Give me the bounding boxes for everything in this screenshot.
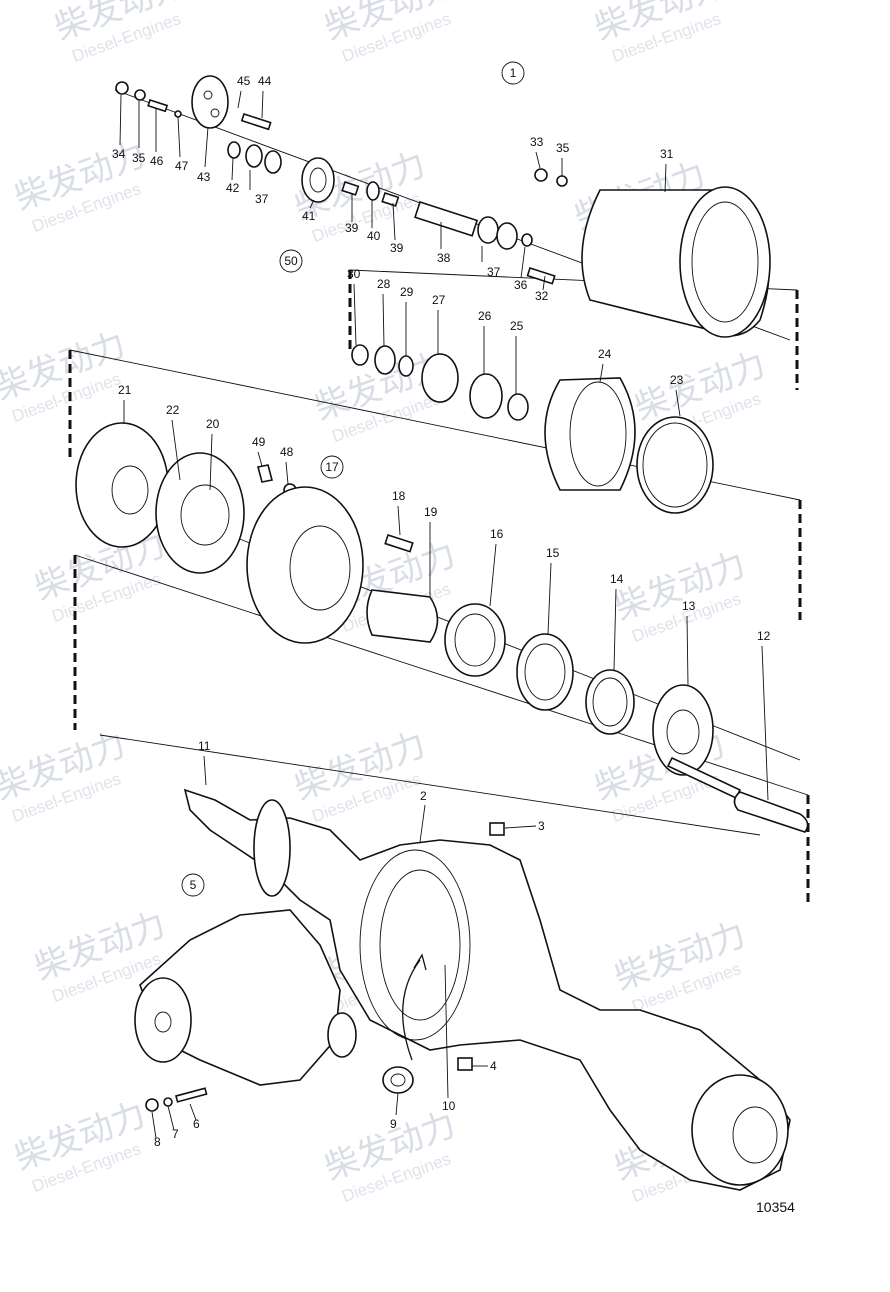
leader-line <box>547 562 552 635</box>
leader-line <box>309 199 315 209</box>
part-label-18: 18 <box>392 489 406 503</box>
part-label-22: 22 <box>166 403 180 417</box>
part-label-23: 23 <box>670 373 684 387</box>
group-label-50-text: 50 <box>284 254 298 268</box>
part-label-39: 39 <box>390 241 404 255</box>
leader-line <box>204 126 209 168</box>
group-label-1: 1 <box>501 61 525 85</box>
part-label-34: 34 <box>112 147 126 161</box>
leader-line <box>504 825 537 829</box>
part-label-40: 40 <box>367 229 381 243</box>
leader-line <box>664 163 667 193</box>
group-label-17: 17 <box>320 455 344 479</box>
part-label-27: 27 <box>432 293 446 307</box>
part-label-47: 47 <box>175 159 189 173</box>
part-label-43: 43 <box>197 170 211 184</box>
part-label-44: 44 <box>258 74 272 88</box>
leader-line <box>535 151 541 169</box>
part-label-21: 21 <box>118 383 132 397</box>
leader-line <box>599 363 604 383</box>
part-label-38: 38 <box>437 251 451 265</box>
part-label-26: 26 <box>478 309 492 323</box>
part-label-30: 30 <box>347 267 361 281</box>
leader-line <box>171 419 181 481</box>
group-label-17-text: 17 <box>325 460 339 474</box>
leader-line <box>613 588 617 671</box>
leader-line <box>189 1103 197 1121</box>
part-label-37: 37 <box>255 192 269 206</box>
leader-line <box>397 505 401 536</box>
part-label-48: 48 <box>280 445 294 459</box>
part-label-33: 33 <box>530 135 544 149</box>
part-label-14: 14 <box>610 572 624 586</box>
part-label-25: 25 <box>510 319 524 333</box>
part-label-39: 39 <box>345 221 359 235</box>
part-label-31: 31 <box>660 147 674 161</box>
leader-line <box>419 804 426 843</box>
part-label-6: 6 <box>193 1117 200 1131</box>
leader-line <box>761 645 769 801</box>
part-label-45: 45 <box>237 74 251 88</box>
leader-line <box>285 461 289 485</box>
callout-labels: 2346789101112131415161819202122232425262… <box>112 74 771 1149</box>
leader-line <box>392 202 396 241</box>
part-label-10: 10 <box>442 1099 456 1113</box>
leader-line <box>382 293 385 347</box>
part-label-19: 19 <box>424 505 438 519</box>
part-label-46: 46 <box>150 154 164 168</box>
part-label-3: 3 <box>538 819 545 833</box>
part-label-13: 13 <box>682 599 696 613</box>
part-label-37: 37 <box>487 265 501 279</box>
leader-line <box>231 157 234 181</box>
part-label-15: 15 <box>546 546 560 560</box>
part-label-16: 16 <box>490 527 504 541</box>
leader-line <box>353 283 357 346</box>
leader-line <box>520 246 526 279</box>
leader-line <box>444 964 449 1099</box>
part-label-24: 24 <box>598 347 612 361</box>
part-label-35: 35 <box>556 141 570 155</box>
part-label-42: 42 <box>226 181 240 195</box>
leader-line <box>675 389 681 417</box>
group-label-5: 5 <box>181 873 205 897</box>
part-label-32: 32 <box>535 289 549 303</box>
part-label-9: 9 <box>390 1117 397 1131</box>
leader-line <box>203 755 207 786</box>
leader-line <box>167 1105 175 1131</box>
part-label-7: 7 <box>172 1127 179 1141</box>
leader-line <box>209 433 213 491</box>
leader-line <box>177 116 181 158</box>
group-label-50: 50 <box>279 249 303 273</box>
leader-line <box>151 1111 157 1139</box>
part-label-8: 8 <box>154 1135 161 1149</box>
part-label-2: 2 <box>420 789 427 803</box>
part-label-11: 11 <box>198 739 211 753</box>
part-label-4: 4 <box>490 1059 497 1073</box>
group-label-5-text: 5 <box>190 878 197 892</box>
leader-line <box>261 90 264 119</box>
leader-line <box>257 451 263 467</box>
part-label-35: 35 <box>132 151 146 165</box>
leader-line <box>686 615 689 686</box>
part-label-20: 20 <box>206 417 220 431</box>
part-label-49: 49 <box>252 435 266 449</box>
leader-line <box>237 90 242 109</box>
part-label-28: 28 <box>377 277 391 291</box>
leader-line <box>489 543 497 607</box>
part-label-12: 12 <box>757 629 771 643</box>
leader-line <box>395 1092 399 1116</box>
leader-line <box>542 275 546 291</box>
drawing-number: 10354 <box>756 1199 795 1215</box>
part-label-29: 29 <box>400 285 414 299</box>
leader-line <box>119 94 122 146</box>
group-label-1-text: 1 <box>510 66 517 80</box>
part-label-36: 36 <box>514 278 528 292</box>
part-label-41: 41 <box>302 209 316 223</box>
